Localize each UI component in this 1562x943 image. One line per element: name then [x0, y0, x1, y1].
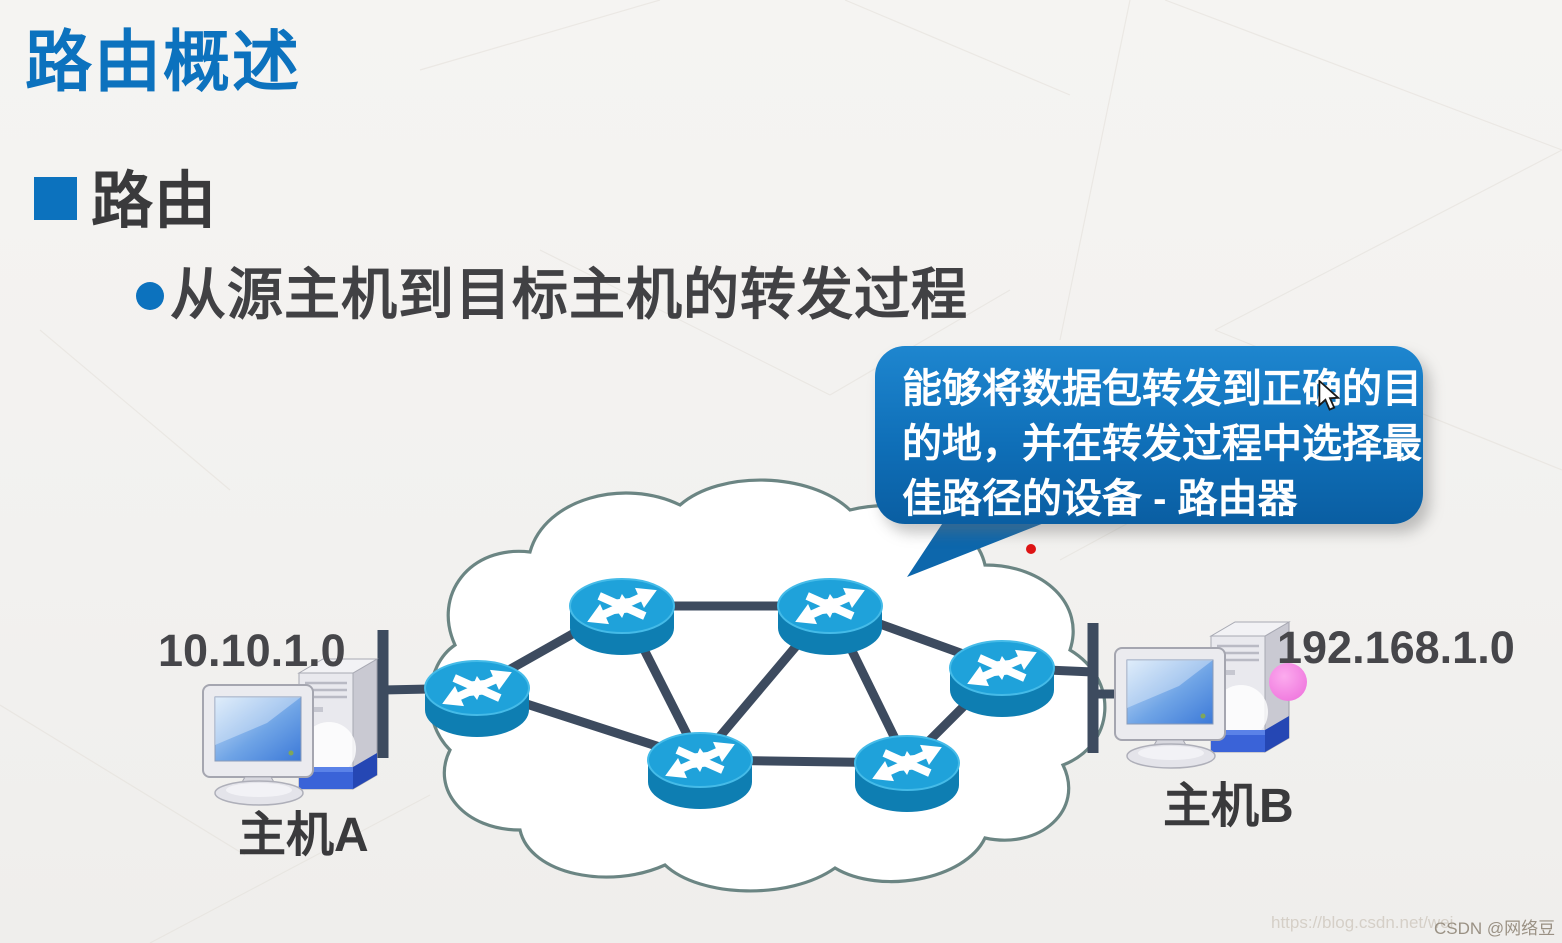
callout-line: 佳路径的设备 - 路由器 [902, 477, 1298, 521]
router-icon-r2 [570, 579, 674, 655]
red-dot [1026, 544, 1036, 554]
section-heading-row: 路由 [34, 150, 217, 240]
router-icon-r3 [778, 579, 882, 655]
bullet-dot-icon [136, 281, 164, 310]
router-icon-r4 [950, 641, 1054, 717]
host-b-label: 主机B [1163, 780, 1294, 833]
page-title: 路由概述 [25, 25, 301, 100]
subsection-text: 从源主机到目标主机的转发过程 [170, 263, 968, 326]
subsection-row: 从源主机到目标主机的转发过程 [136, 250, 968, 331]
host-a-network-label: 10.10.1.0 [158, 625, 346, 676]
router-icon-r1 [425, 661, 529, 737]
callout-line: 的地，并在转发过程中选择最 [902, 422, 1422, 466]
watermark-handle: CSDN @网络豆 [1434, 919, 1556, 938]
host-b-network-label: 192.168.1.0 [1277, 622, 1515, 673]
router-icon-r6 [855, 736, 959, 812]
mouse-cursor-icon [1318, 380, 1341, 411]
host-a-computer-icon [201, 657, 379, 807]
host-b-computer-icon [1113, 620, 1291, 770]
watermark-url: https://blog.csdn.net/wei [1271, 913, 1454, 932]
bullet-square-icon [34, 176, 77, 220]
router-icon-r5 [648, 733, 752, 809]
callout-bubble: 能够将数据包转发到正确的目 的地，并在转发过程中选择最 佳路径的设备 - 路由器 [875, 346, 1423, 524]
callout-tail [907, 512, 1072, 577]
host-a-label: 主机A [238, 809, 369, 862]
pink-dot [1269, 663, 1307, 701]
section-heading: 路由 [91, 167, 218, 236]
callout-line: 能够将数据包转发到正确的目 [902, 367, 1422, 411]
